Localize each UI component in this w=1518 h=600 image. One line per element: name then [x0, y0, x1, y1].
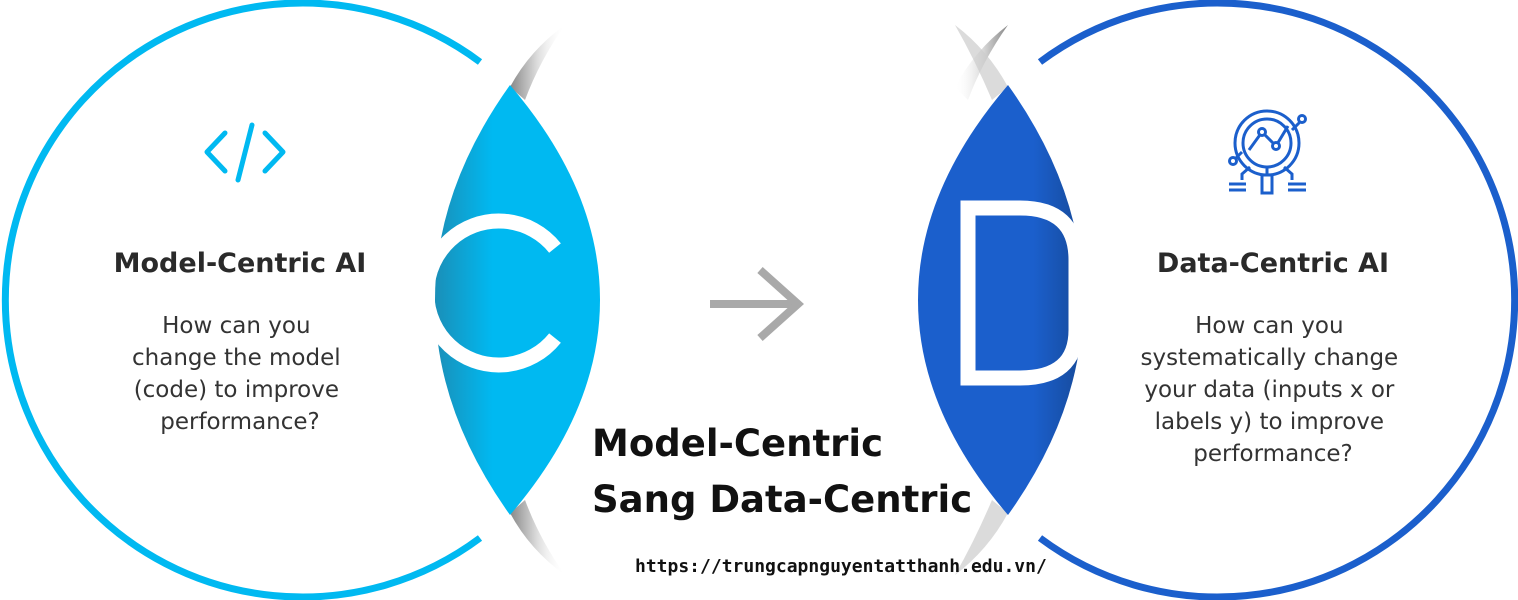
left-question: How can you change the model (code) to i…: [132, 313, 348, 435]
right-lens: [918, 85, 1083, 515]
right-question: How can you systematically change your d…: [1140, 313, 1405, 467]
left-lens-shadow-top: [510, 25, 565, 100]
source-url[interactable]: https://trungcapnguyentatthanh.edu.vn/: [635, 556, 1047, 577]
letter-c-icon: [419, 213, 561, 373]
left-circle: [1, 0, 483, 600]
letter-d-icon: [960, 200, 1084, 386]
left-title: Model-Centric AI: [114, 248, 367, 279]
right-title: Data-Centric AI: [1157, 248, 1389, 279]
left-lens: [435, 85, 600, 515]
left-lens-shadow-bottom: [510, 500, 565, 575]
right-circle: [1037, 0, 1518, 600]
right-lens-shadow-top-2: [955, 25, 1008, 100]
headline: Model-Centric Sang Data-Centric: [592, 422, 972, 521]
code-brackets-icon: [204, 122, 286, 183]
right-lens-shadow-bottom: [955, 500, 1008, 575]
magnifier-chart-icon: [1228, 109, 1307, 195]
arrow-right-icon: [710, 267, 804, 341]
